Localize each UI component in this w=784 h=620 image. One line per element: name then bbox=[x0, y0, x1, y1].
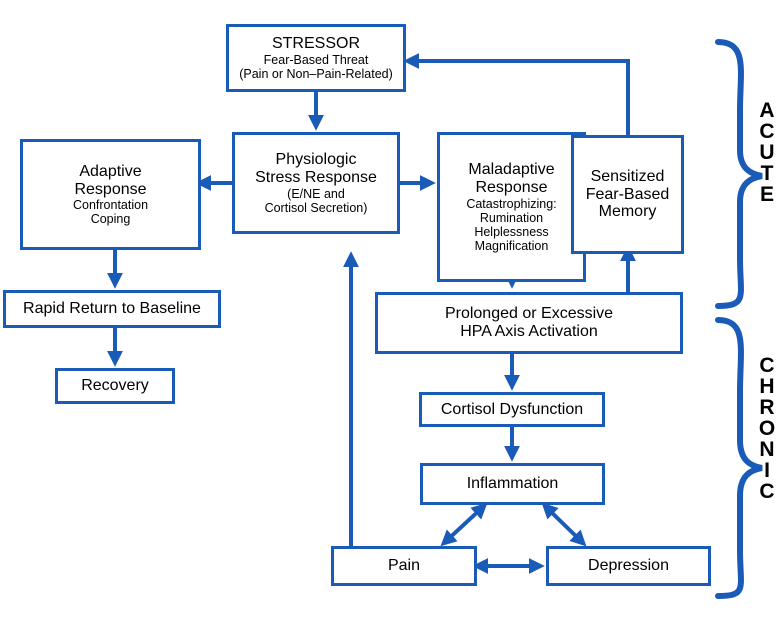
arrow-sensitized-to-stressor bbox=[403, 53, 630, 137]
chronic-letter: H bbox=[759, 375, 775, 398]
inflammation-label: Inflammation bbox=[466, 475, 559, 493]
acute-letter: C bbox=[759, 120, 775, 143]
physiologic-stress-response-box: Physiologic Stress Response (E/NE and Co… bbox=[232, 132, 400, 234]
hpa-line-1: Prolonged or Excessive bbox=[444, 305, 614, 323]
arrow-inflammation-depression bbox=[541, 502, 587, 547]
cortisol-dysfunction-box: Cortisol Dysfunction bbox=[419, 392, 605, 427]
adaptive-title-1: Adaptive bbox=[79, 162, 142, 180]
pain-box: Pain bbox=[331, 546, 477, 586]
chronic-letter: C bbox=[759, 354, 775, 377]
chronic-label: C H R O N I C bbox=[752, 355, 782, 502]
sensitized-memory-box: Sensitized Fear-Based Memory bbox=[571, 135, 684, 254]
stressor-box: STRESSOR Fear-Based Threat (Pain or Non–… bbox=[226, 24, 406, 92]
maladaptive-title-1: Maladaptive bbox=[468, 161, 555, 179]
pain-label: Pain bbox=[387, 557, 421, 575]
adaptive-title-2: Response bbox=[74, 180, 147, 198]
chronic-letter: R bbox=[759, 396, 775, 419]
maladaptive-line-3: Helplessness bbox=[474, 224, 549, 239]
depression-box: Depression bbox=[546, 546, 711, 586]
recovery-box: Recovery bbox=[55, 368, 175, 404]
maladaptive-line-2: Rumination bbox=[479, 210, 544, 225]
maladaptive-line-1: Catastrophizing: bbox=[466, 196, 557, 211]
adaptive-response-box: Adaptive Response Confrontation Coping bbox=[20, 139, 201, 250]
physiologic-line-1: (E/NE and bbox=[287, 186, 345, 201]
stressor-line-2: (Pain or Non–Pain-Related) bbox=[239, 66, 393, 81]
rapid-return-label: Rapid Return to Baseline bbox=[23, 300, 201, 318]
hpa-line-2: HPA Axis Activation bbox=[460, 323, 598, 340]
acute-label: A C U T E bbox=[752, 100, 782, 205]
maladaptive-response-box: Maladaptive Response Catastrophizing: Ru… bbox=[437, 132, 586, 282]
physiologic-title-2: Stress Response bbox=[255, 169, 377, 186]
acute-brace bbox=[715, 39, 763, 309]
physiologic-title-1: Physiologic bbox=[275, 151, 357, 169]
depression-label: Depression bbox=[588, 557, 669, 575]
acute-letter: A bbox=[759, 99, 775, 122]
stressor-line-1: Fear-Based Threat bbox=[263, 52, 369, 67]
arrow-inflammation-pain bbox=[440, 502, 488, 547]
maladaptive-title-2: Response bbox=[475, 179, 548, 196]
physiologic-line-2: Cortisol Secretion) bbox=[264, 200, 368, 215]
acute-letter: E bbox=[759, 183, 774, 206]
rapid-return-box: Rapid Return to Baseline bbox=[3, 290, 221, 328]
cortisol-label: Cortisol Dysfunction bbox=[440, 400, 584, 418]
sensitized-line-3: Memory bbox=[598, 203, 657, 221]
chronic-letter: N bbox=[759, 438, 775, 461]
acute-letter: U bbox=[759, 141, 775, 164]
sensitized-line-2: Fear-Based bbox=[585, 185, 670, 203]
stressor-title: STRESSOR bbox=[271, 35, 360, 53]
adaptive-line-1: Confrontation bbox=[72, 198, 149, 213]
chronic-letter: C bbox=[759, 480, 775, 503]
acute-letter: T bbox=[760, 162, 774, 185]
adaptive-line-2: Coping bbox=[90, 212, 131, 227]
chronic-letter: O bbox=[758, 417, 776, 440]
chronic-brace bbox=[715, 317, 763, 599]
recovery-label: Recovery bbox=[81, 377, 149, 395]
maladaptive-line-4: Magnification bbox=[474, 238, 549, 253]
sensitized-line-1: Sensitized bbox=[590, 167, 665, 185]
inflammation-box: Inflammation bbox=[420, 463, 605, 505]
hpa-axis-box: Prolonged or Excessive HPA Axis Activati… bbox=[375, 292, 683, 354]
chronic-letter: I bbox=[764, 459, 770, 482]
